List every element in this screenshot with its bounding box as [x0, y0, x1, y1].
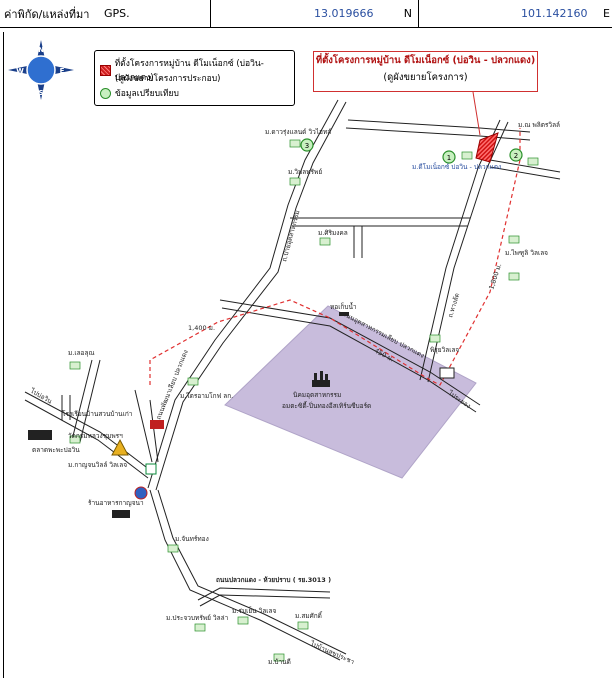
label-phlit: ม.ณ พลิตรวิลล์: [518, 121, 560, 129]
globe-icon: [26, 55, 56, 85]
label-somsak: ม.สมศักดิ์: [295, 611, 323, 620]
compass: N E S W: [8, 40, 74, 100]
svg-text:2: 2: [514, 152, 518, 160]
legend-comparison-label: ข้อมูลเปรียบเทียบ: [115, 89, 179, 99]
legend-project-site: ที่ตั้งโครงการหมู่บ้าน ดีโมเน็อกซ์ (บ่อว…: [100, 56, 294, 84]
label-nongtong: ม.จันทร์ทอง: [175, 535, 209, 543]
legend: ที่ตั้งโครงการหมู่บ้าน ดีโมเน็อกซ์ (บ่อว…: [94, 50, 295, 106]
school-icon: [150, 420, 164, 429]
compass-s: S: [38, 89, 43, 97]
label-kandee: ม.บ้านดี: [268, 658, 291, 666]
location-cell: ค่าพิกัด/แหล่งที่มา GPS.: [0, 0, 211, 27]
industrial-zone: [224, 305, 477, 479]
label-road-3013: ถนนปลวกแดง - ห้วยปราบ ( รย.3013 ): [216, 575, 331, 584]
coordinate-header: ค่าพิกัด/แหล่งที่มา GPS. 13.019666 N 101…: [0, 0, 612, 28]
label-road-sthong: ถ.ทางลัด: [446, 292, 461, 319]
map-frame: [3, 32, 609, 678]
label-phirom: พิรุยวิลเลจ: [430, 346, 459, 354]
label-lampoon: ม.เลอลุณ: [68, 349, 94, 357]
north-value: 13.019666: [314, 7, 374, 20]
label-dist-1800: 1,800 ม.: [487, 262, 503, 290]
label-industrial2: อมตะซิตี้-ปิ่นทองอีสเทิร์นซีบอร์ด: [282, 401, 371, 410]
label-to-khao: ไปบ้านสุขประชา: [308, 639, 356, 666]
label-villa-top: ม.ดาวรุ่งแลนด์ วิวไฮทส์: [265, 128, 331, 136]
legend-project-site-sub: (ดูผังขยายโครงการประกอบ): [115, 71, 220, 85]
compass-e: E: [60, 67, 65, 75]
label-vimuk: ม.วิมลทรัพย์: [288, 168, 322, 176]
east-unit: E: [603, 7, 610, 20]
label-road-north: ถ.ป้ายอุตสาหกรรม: [280, 209, 301, 262]
callout-line2: (ดูผังขยายโครงการ): [383, 72, 468, 83]
route-line: [149, 128, 521, 386]
convenience-store-icon: [145, 463, 157, 475]
label-prachok: ม.ประจวบทรัพย์ วิลล่า: [166, 614, 229, 622]
label-water-tank: หอเก็บน้ำ: [330, 302, 357, 311]
comparison-marker-3[interactable]: 3: [300, 138, 314, 152]
label-kanjana: ม.กาญจนวิลล์ วิลเลจ: [68, 461, 127, 469]
callout-pointer: [472, 91, 481, 136]
compass-n: N: [38, 46, 44, 54]
junction-sign-icon: [439, 367, 455, 379]
label-hotel-vil: ม.ไตรอามโกฟ ลก.: [180, 392, 233, 400]
map-labels: ม.ดาวรุ่งแลนด์ วิวไฮทส์ ม.วิมลทรัพย์ ม.ศ…: [28, 121, 560, 666]
location-label: ค่าพิกัด/แหล่งที่มา: [4, 7, 90, 21]
market-icon: [28, 430, 52, 440]
label-temple: วัดกรมหลวงชุมพรฯ: [68, 432, 123, 440]
water-tank-icon: [339, 312, 349, 316]
callout-line1: ที่ตั้งโครงการหมู่บ้าน ดีโมเน็อกซ์ (บ่อว…: [315, 55, 536, 66]
circle-swatch-icon: [100, 87, 111, 99]
label-dist-1400: 1,400 ม.: [188, 324, 215, 332]
gps-label: GPS.: [104, 7, 130, 20]
label-ruen-vil: ม.ร่มเย็น วิลเลจ: [232, 606, 277, 615]
gas-station-icon: [134, 486, 148, 500]
label-industrial: นิคมอุตสาหกรรม: [293, 391, 341, 399]
svg-text:3: 3: [305, 142, 309, 150]
project-site-marker[interactable]: [475, 132, 499, 163]
label-phuket: ม.ไพฑูลิ วิลเลจ: [505, 249, 548, 257]
north-unit: N: [403, 7, 412, 20]
label-market: ตลาดพะพะบ่อวิน: [32, 446, 80, 454]
legend-project-site-sub-label: (ดูผังขยายโครงการประกอบ): [115, 74, 221, 84]
restaurant-icon: [112, 510, 130, 518]
legend-project-site-label: ที่ตั้งโครงการหมู่บ้าน ดีโมเน็อกซ์ (บ่อว…: [114, 59, 264, 83]
north-cell: 13.019666 N: [211, 0, 419, 27]
project-callout: ที่ตั้งโครงการหมู่บ้าน ดีโมเน็อกซ์ (บ่อว…: [313, 51, 538, 92]
compass-w: W: [16, 67, 24, 75]
label-restaurant: ร้านอาหารกาญจนา: [88, 499, 144, 507]
comparison-marker-1[interactable]: 1: [442, 150, 456, 164]
east-cell: 101.142160 E: [419, 0, 612, 27]
factory-icon: [312, 371, 330, 387]
hatch-swatch-icon: [100, 64, 111, 76]
svg-text:1: 1: [447, 154, 451, 162]
label-bongkot: ม.ศิริมงคล: [318, 229, 348, 237]
east-value: 101.142160: [521, 7, 588, 20]
label-school: โรงเรียนบ้านสวนบ้านเก่า: [62, 410, 133, 418]
house-icons: [69, 139, 539, 662]
legend-comparison: ข้อมูลเปรียบเทียบ: [100, 86, 179, 100]
temple-icon: [111, 438, 129, 456]
comparison-marker-2[interactable]: 2: [509, 148, 523, 162]
label-site: ม.ดีโมเน็อกซ์ บ่อวิน - ปลวกแดง: [412, 162, 501, 171]
